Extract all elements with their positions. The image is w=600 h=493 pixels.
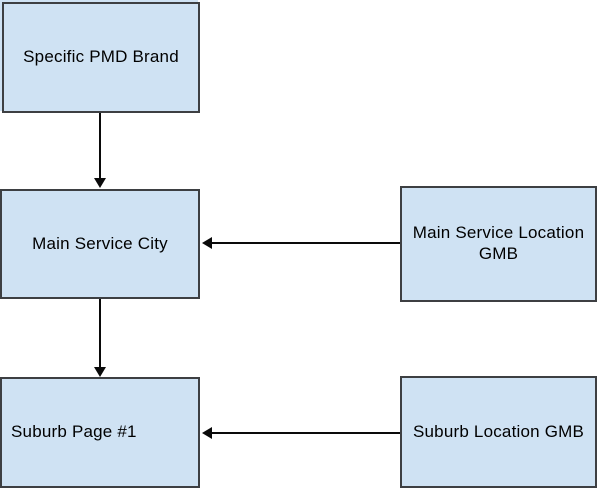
node-main-service-city: Main Service City [0,189,200,299]
node-label: Suburb Location GMB [412,421,585,441]
node-label: Specific PMD Brand [23,47,179,67]
arrow-specific-pmd-brand-to-main-service-city [99,113,101,178]
node-main-service-location-gmb: Main Service Location GMB [400,186,597,302]
arrow-head-down-icon [94,178,106,188]
node-label: Main Service City [32,233,168,253]
arrow-suburb-location-gmb-to-suburb-page-1 [211,432,400,434]
node-suburb-page-1: Suburb Page #1 [0,377,200,488]
arrow-main-service-location-gmb-to-main-service-city [211,242,400,244]
arrow-main-service-city-to-suburb-page-1 [99,299,101,367]
node-suburb-location-gmb: Suburb Location GMB [400,376,597,488]
arrow-head-down-icon [94,367,106,377]
arrow-head-left-icon [202,427,212,439]
node-label: Suburb Page #1 [11,422,137,442]
node-specific-pmd-brand: Specific PMD Brand [2,2,200,113]
arrow-head-left-icon [202,237,212,249]
node-label: Main Service Location GMB [412,223,585,263]
